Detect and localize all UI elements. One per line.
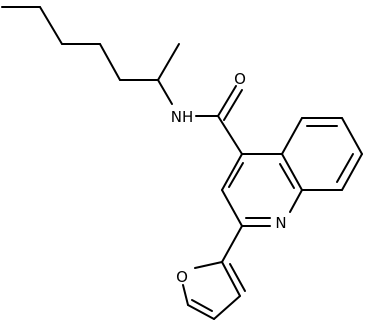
bond-carbonyl-o-2 xyxy=(223,89,243,121)
bond-n-c8a xyxy=(289,189,303,213)
bond-c4-c3-inner xyxy=(228,162,244,188)
bond-furan-c4-c5 xyxy=(187,304,215,320)
quinoline-benzene-ring xyxy=(281,117,363,191)
bond-furan-c2-c3-inner xyxy=(229,263,246,292)
bond-furan-c3-c4 xyxy=(213,295,241,320)
bond-furan-c4-c5-inner xyxy=(191,299,213,312)
bond-c2-furan xyxy=(221,225,243,263)
quinoline-pyridine-ring xyxy=(221,153,303,227)
bond-c7-c8 xyxy=(341,153,363,191)
atom-label-quinoline-nitrogen: N xyxy=(275,214,286,232)
bond-c8a-c4a xyxy=(281,153,303,191)
bond-c3-c2 xyxy=(221,189,243,227)
atom-label-furan-oxygen: O xyxy=(176,268,188,286)
bond-carbonyl-c4 xyxy=(217,115,243,155)
bond-ch-nh xyxy=(157,79,173,105)
bond-chain-2 xyxy=(39,6,63,45)
bond-furan-c5-o xyxy=(182,284,189,306)
hexyl-chain xyxy=(1,6,180,105)
bond-c6-c7 xyxy=(341,117,363,155)
amide-group xyxy=(195,85,243,155)
furan-ring xyxy=(182,261,246,320)
atom-label-carbonyl-oxygen: O xyxy=(234,70,246,88)
bond-c8a-c4a-inner xyxy=(279,163,295,189)
bond-c4-c3 xyxy=(221,153,243,191)
bond-carbonyl-o-1 xyxy=(217,85,237,117)
bond-chain-4 xyxy=(99,43,121,81)
bond-c7-c8-inner xyxy=(336,153,354,183)
bond-furan-o-c2 xyxy=(194,261,223,269)
bond-furan-c2-c3 xyxy=(221,261,241,297)
atom-label-nh: NH xyxy=(171,108,194,126)
bond-c4a-c5 xyxy=(281,117,303,155)
bond-methyl xyxy=(157,43,180,81)
